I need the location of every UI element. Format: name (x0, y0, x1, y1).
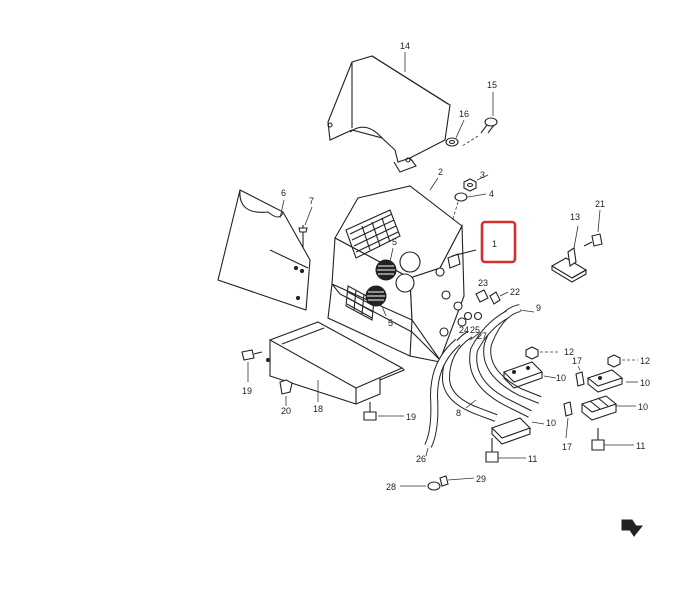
label-13: 13 (570, 212, 580, 222)
part-11-screw-b (591, 428, 605, 451)
part-5-fan-upper (375, 259, 397, 281)
label-21: 21 (595, 199, 605, 209)
part-22-clip (489, 291, 501, 305)
label-19b: 19 (406, 412, 416, 422)
label-11b: 11 (636, 441, 645, 451)
label-9: 9 (536, 303, 541, 313)
label-3: 3 (480, 170, 485, 180)
label-15: 15 (487, 80, 497, 90)
label-10c: 10 (640, 378, 650, 388)
label-19a: 19 (242, 386, 252, 396)
part-13-bracket (550, 247, 588, 283)
label-17b: 17 (562, 442, 572, 452)
part-10-clamp-d (580, 395, 618, 421)
part-1-component (447, 249, 477, 269)
part-2-housing (327, 185, 467, 363)
part-25-fitting (473, 311, 483, 321)
label-7: 7 (309, 196, 314, 206)
part-20-nut (279, 379, 293, 395)
direction-arrow-icon (621, 519, 644, 537)
label-17a: 17 (572, 356, 582, 366)
part-19-screw-a (241, 349, 263, 361)
label-20: 20 (281, 406, 291, 416)
part-10-clamp-c (586, 369, 624, 393)
part-18-base-tray (266, 321, 405, 405)
part-7-pin (298, 225, 308, 248)
label-22: 22 (510, 287, 520, 297)
label-16: 16 (459, 109, 469, 119)
part-10-clamp-a (502, 361, 544, 389)
label-24: 24 (459, 325, 469, 335)
part-9-hose (469, 304, 542, 418)
highlight-box (480, 220, 517, 264)
part-14-cover-panel (327, 55, 451, 173)
part-12-nut-a (525, 346, 539, 360)
label-4: 4 (489, 189, 494, 199)
part-26-hose (424, 338, 461, 448)
part-17-clip-b (563, 401, 573, 417)
label-10a: 10 (556, 373, 566, 383)
part-15-bolt (480, 117, 498, 134)
label-14: 14 (400, 41, 410, 51)
label-18: 18 (313, 404, 323, 414)
part-21-bolt (583, 233, 603, 247)
part-labels: 14 15 16 3 4 2 6 7 1 5 5 13 21 23 22 9 2… (242, 41, 650, 492)
part-23-fitting (475, 289, 489, 303)
part-3-nut (463, 178, 477, 192)
label-2: 2 (438, 167, 443, 177)
label-5-lower: 5 (388, 318, 393, 328)
label-5-upper: 5 (392, 237, 397, 247)
part-11-screw-a (485, 438, 499, 463)
part-6-side-panel (217, 189, 311, 311)
part-4-washer (454, 192, 468, 202)
part-28-washer (427, 481, 441, 491)
label-27: 27 (477, 331, 487, 341)
label-10d: 10 (638, 402, 648, 412)
label-8: 8 (456, 408, 461, 418)
part-5-fan-lower (365, 285, 387, 307)
part-19-screw-b (363, 402, 377, 421)
part-10-clamp-b (490, 417, 532, 445)
label-12a: 12 (564, 347, 574, 357)
label-12b: 12 (640, 356, 650, 366)
label-6: 6 (281, 188, 286, 198)
part-17-clip-a (575, 371, 585, 387)
part-29-fitting (439, 475, 449, 487)
label-23: 23 (478, 278, 488, 288)
label-29: 29 (476, 474, 486, 484)
label-25: 25 (470, 325, 480, 335)
part-16-washer (445, 137, 459, 147)
label-28: 28 (386, 482, 396, 492)
part-12-nut-b (607, 354, 621, 368)
label-26: 26 (416, 454, 426, 464)
label-1: 1 (492, 239, 497, 249)
part-24-fitting (463, 311, 473, 321)
label-11a: 11 (528, 454, 537, 464)
label-10b: 10 (546, 418, 556, 428)
